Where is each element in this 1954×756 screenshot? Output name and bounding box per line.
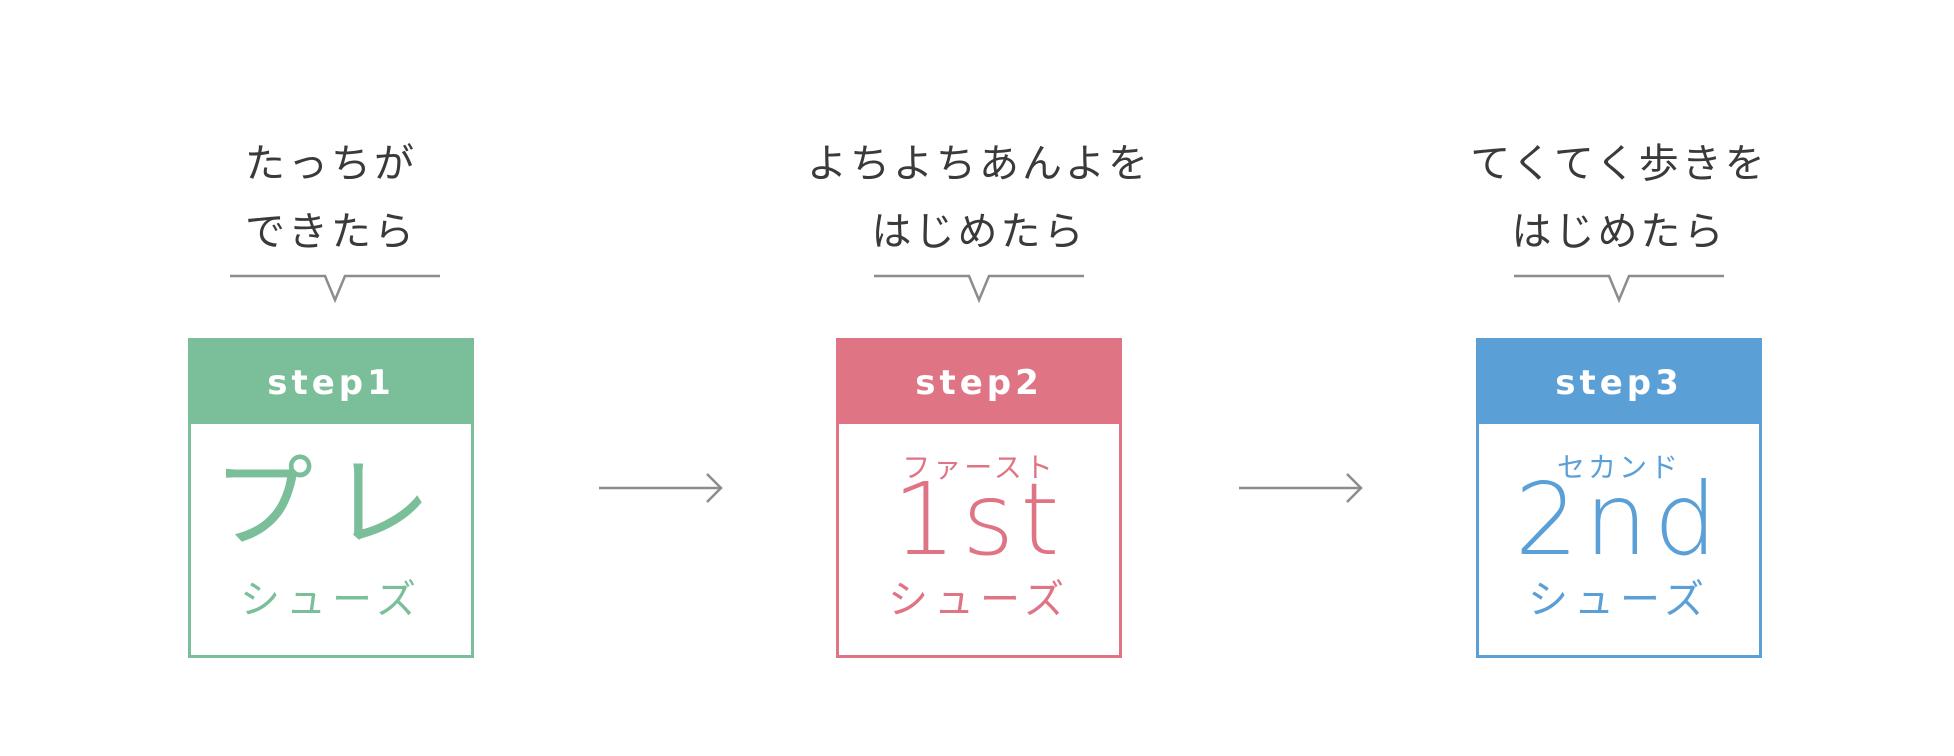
step-2-caption-line2: はじめたら xyxy=(871,209,1087,255)
step-3-pointer-icon xyxy=(1514,274,1724,304)
step-2-sub: ファースト xyxy=(902,451,1056,484)
step-2-main: 1st xyxy=(892,461,1066,578)
step-2-shoes: シューズ xyxy=(888,577,1070,623)
step-3-main: 2nd xyxy=(1514,461,1724,578)
step-1-shoes: シューズ xyxy=(240,577,422,623)
step-3-card: step3 セカンド 2nd シューズ xyxy=(1476,338,1762,658)
step-1-label: step1 xyxy=(191,341,471,424)
step-1-pointer-icon xyxy=(230,274,440,304)
step-3-caption-line1: てくてく歩きを xyxy=(1470,141,1768,187)
step-3-sub: セカンド xyxy=(1556,451,1681,484)
step-3-caption-line2: はじめたら xyxy=(1511,209,1727,255)
step-1-caption-line2: できたら xyxy=(245,209,417,255)
step-2-card: step2 ファースト 1st シューズ xyxy=(836,338,1122,658)
step-1-caption-line1: たっちが xyxy=(245,141,417,187)
step-2-caption: よちよちあんよを はじめたら xyxy=(779,130,1179,266)
step-2-caption-line1: よちよちあんよを xyxy=(807,141,1151,187)
step-1-caption: たっちが できたら xyxy=(131,130,531,266)
arrow-right-icon xyxy=(599,473,723,503)
step-3-shoes: シューズ xyxy=(1528,577,1710,623)
step-2-pointer-icon xyxy=(874,274,1084,304)
step-2-body: ファースト 1st シューズ xyxy=(839,424,1119,655)
step-3-body: セカンド 2nd シューズ xyxy=(1479,424,1759,655)
step-3-label: step3 xyxy=(1479,341,1759,424)
step-2-label: step2 xyxy=(839,341,1119,424)
arrow-right-icon xyxy=(1239,473,1363,503)
step-1-main: プレ xyxy=(213,445,449,562)
step-1-card: step1 プレ シューズ xyxy=(188,338,474,658)
step-1-body: プレ シューズ xyxy=(191,424,471,655)
step-3-caption: てくてく歩きを はじめたら xyxy=(1419,130,1819,266)
